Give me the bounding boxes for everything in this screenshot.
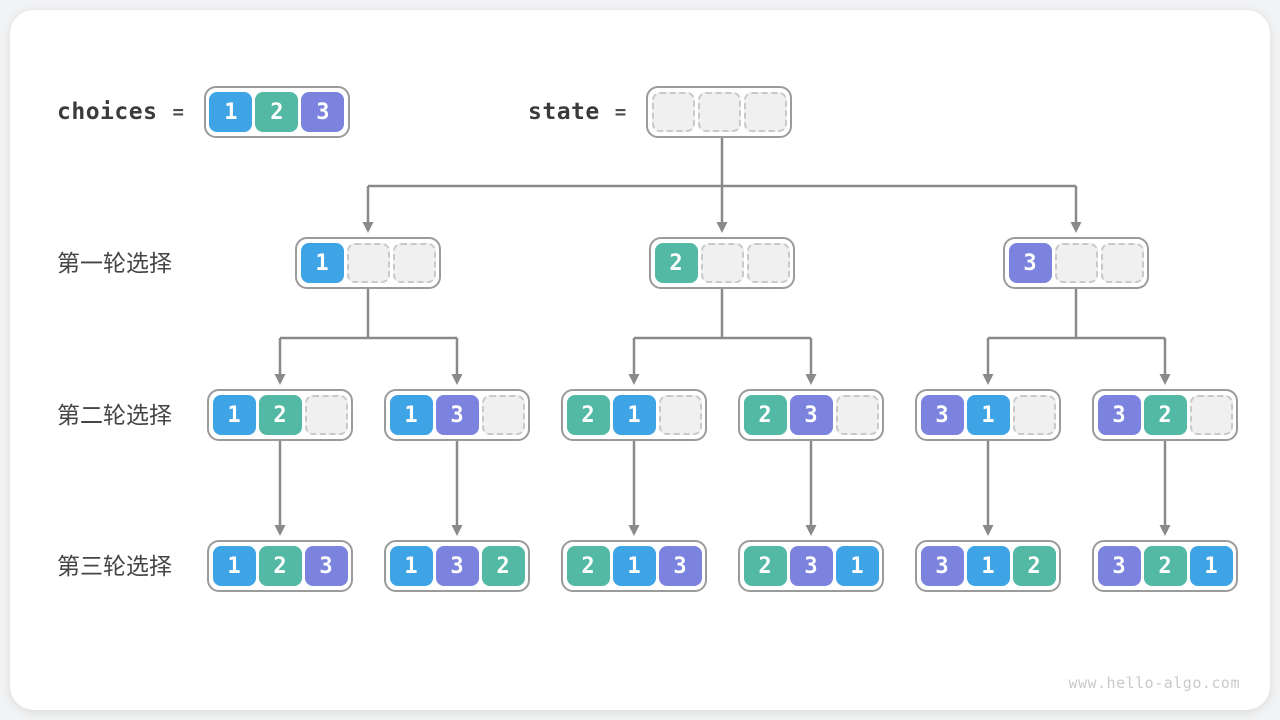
state-array: [646, 86, 793, 138]
empty-slot-cell: [1012, 395, 1056, 435]
value-cell: 3: [1097, 395, 1141, 435]
value-cell: 3: [435, 546, 479, 586]
value-cell: 3: [435, 395, 479, 435]
empty-slot-cell: [746, 243, 790, 283]
value-cell: 1: [209, 92, 253, 132]
value-cell: 3: [304, 546, 348, 586]
value-cell: 2: [743, 395, 787, 435]
state-expression: state =: [528, 86, 793, 138]
value-cell: 2: [566, 395, 610, 435]
value-cell: 2: [1012, 546, 1056, 586]
value-cell: 3: [789, 395, 833, 435]
value-cell: 1: [1189, 546, 1233, 586]
empty-slot-cell: [743, 92, 787, 132]
empty-slot-cell: [835, 395, 879, 435]
value-cell: 1: [835, 546, 879, 586]
empty-slot-cell: [700, 243, 744, 283]
empty-slot-cell: [651, 92, 695, 132]
value-cell: 2: [1143, 546, 1187, 586]
round-2-label: 第二轮选择: [57, 402, 172, 428]
watermark: www.hello-algo.com: [1068, 674, 1240, 692]
value-cell: 3: [301, 92, 345, 132]
value-cell: 2: [481, 546, 525, 586]
value-cell: 2: [654, 243, 698, 283]
empty-slot-cell: [697, 92, 741, 132]
round-1-label: 第一轮选择: [57, 250, 172, 276]
value-cell: 2: [566, 546, 610, 586]
empty-slot-cell: [658, 395, 702, 435]
round-3-label: 第三轮选择: [57, 553, 172, 579]
value-cell: 1: [966, 395, 1010, 435]
value-cell: 1: [389, 546, 433, 586]
equals-sign: =: [172, 101, 184, 123]
value-cell: 2: [1143, 395, 1187, 435]
value-cell: 2: [743, 546, 787, 586]
value-cell: 3: [920, 395, 964, 435]
array-box: 3: [1003, 237, 1149, 289]
empty-slot-cell: [481, 395, 525, 435]
value-cell: 2: [255, 92, 299, 132]
value-cell: 2: [258, 546, 302, 586]
empty-slot-cell: [1189, 395, 1233, 435]
value-cell: 3: [1008, 243, 1052, 283]
value-cell: 1: [389, 395, 433, 435]
array-box: 1: [295, 237, 441, 289]
value-cell: 1: [212, 546, 256, 586]
value-cell: 3: [1097, 546, 1141, 586]
empty-slot-cell: [1054, 243, 1098, 283]
value-cell: 1: [966, 546, 1010, 586]
equals-sign: =: [614, 101, 627, 123]
value-cell: 3: [658, 546, 702, 586]
empty-slot-cell: [304, 395, 348, 435]
state-label: state: [528, 99, 600, 125]
empty-slot-cell: [392, 243, 436, 283]
empty-slot-cell: [346, 243, 390, 283]
value-cell: 3: [920, 546, 964, 586]
value-cell: 2: [258, 395, 302, 435]
empty-slot-cell: [1100, 243, 1144, 283]
array-box: 2: [649, 237, 795, 289]
array-box: [646, 86, 793, 138]
choices-label: choices: [57, 99, 158, 125]
value-cell: 1: [612, 546, 656, 586]
value-cell: 1: [300, 243, 344, 283]
value-cell: 3: [789, 546, 833, 586]
value-cell: 1: [212, 395, 256, 435]
value-cell: 1: [612, 395, 656, 435]
